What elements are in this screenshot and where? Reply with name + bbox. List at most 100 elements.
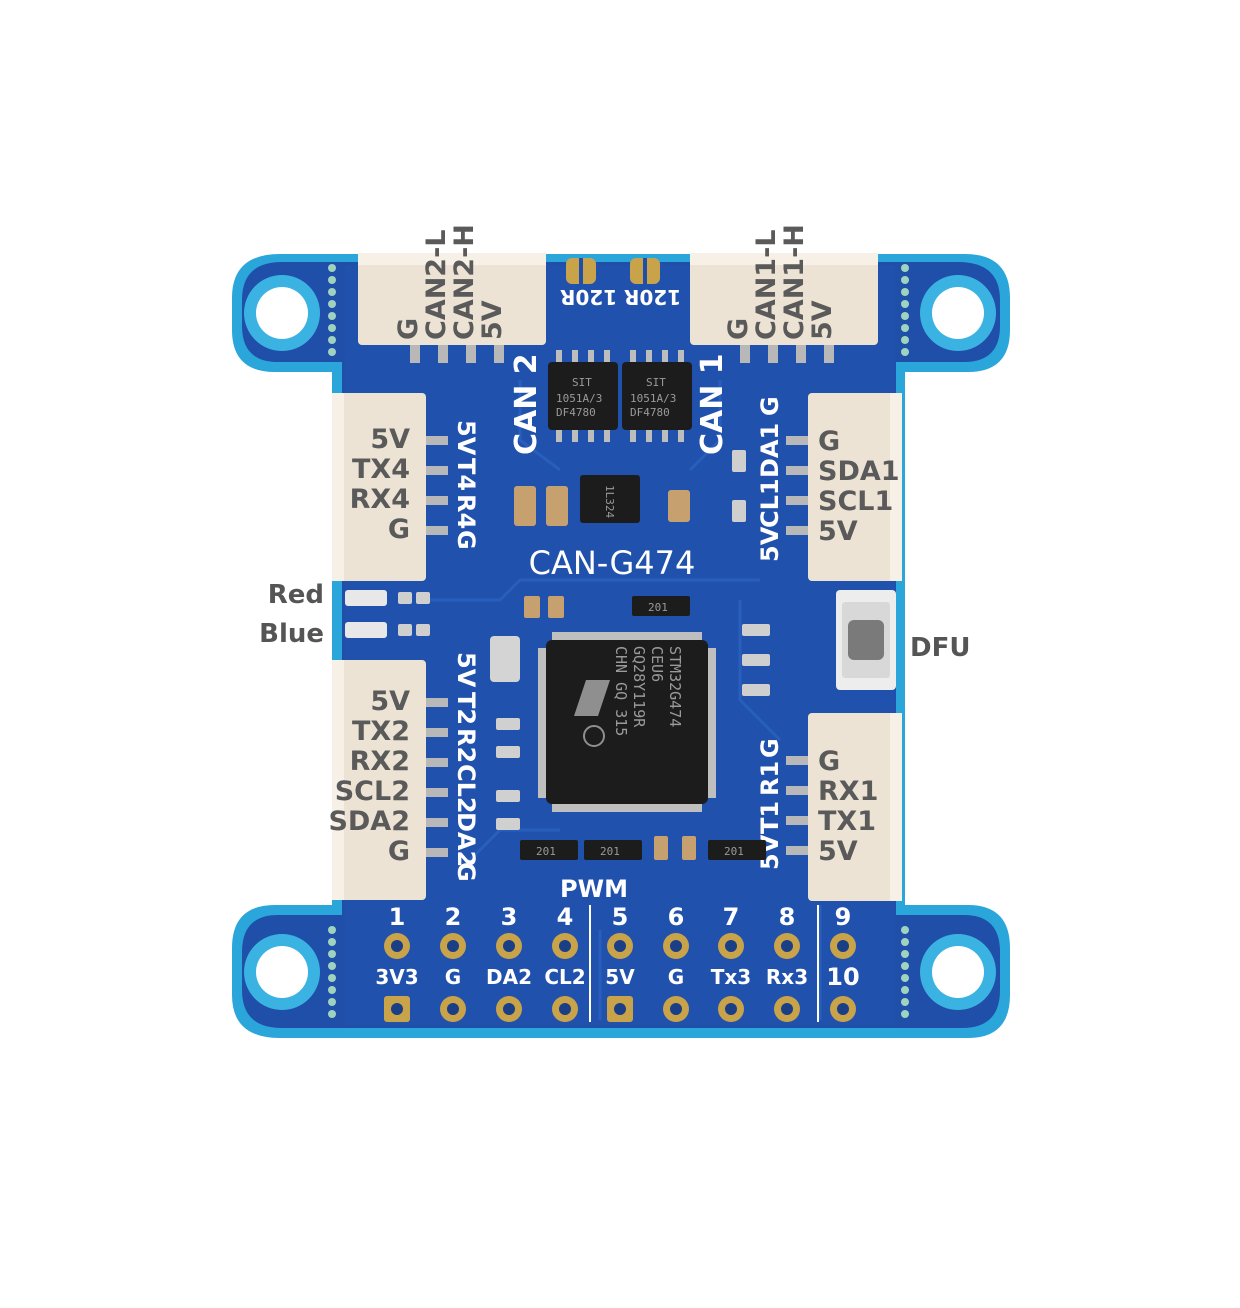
label-dfu: DFU [910, 633, 970, 663]
terminator-jumpers [566, 258, 660, 284]
pwm-number: 3 [501, 903, 518, 931]
uart1-pin-tx1: TX1 [818, 806, 876, 837]
mcu-chip: STM32G474 CEU6 GQ28Y119R CHN GQ 315 [538, 632, 716, 812]
i2c1-pin-scl1: SCL1 [818, 486, 893, 517]
pwm-label: Tx3 [711, 965, 751, 989]
silk-uart1-r1: R1 [756, 761, 784, 796]
transceiver-2-line-1: SIT [572, 376, 592, 389]
pwm-label: CL2 [544, 965, 585, 989]
label-red-led: Red [268, 580, 324, 610]
e3-mark-icon [583, 725, 605, 747]
can-transceiver-2: SIT 1051A/3 DF4780 [548, 350, 618, 442]
silk-uart2-cl2: CL2 [452, 764, 480, 814]
uart2-pin-rx2: RX2 [350, 746, 410, 777]
silk-i2c1-cl1: CL1 [756, 478, 784, 528]
pwm-label: 3V3 [375, 965, 418, 989]
uart4-pin-5v: 5V [370, 424, 410, 455]
can2-pin-h: CAN2-H [449, 224, 480, 340]
silk-uart1-t1: T1 [756, 801, 784, 834]
uart2-pin-scl2: SCL2 [335, 776, 410, 807]
transceiver-1-line-1: SIT [646, 376, 666, 389]
uart2-pin-5v: 5V [370, 686, 410, 717]
connector-uart2 [332, 660, 448, 900]
i2c1-pin-g: G [818, 426, 840, 457]
connector-can1 [690, 253, 878, 363]
connector-uart4 [332, 393, 448, 581]
connector-i2c1 [786, 393, 902, 581]
pwm-number: 6 [668, 903, 685, 931]
mcu-line-3: GQ28Y119R [630, 646, 648, 728]
edge-vias [328, 264, 909, 1018]
dfu-button[interactable] [836, 590, 896, 690]
board-name: CAN-G474 [529, 544, 696, 582]
uart2-pin-tx2: TX2 [352, 716, 410, 747]
mounting-hole-bottom-right [920, 934, 996, 1010]
transceiver-2-line-2: 1051A/3 [556, 392, 602, 405]
pwm-label: DA2 [486, 965, 532, 989]
uart4-pin-tx4: TX4 [352, 454, 410, 485]
silk-i2c1-da1: DA1 [756, 423, 784, 478]
uart2-pin-sda2: SDA2 [328, 806, 410, 837]
silk-i2c1-g: G [756, 396, 784, 416]
silk-uart4-r4: R4 [452, 494, 480, 529]
silk-can1: CAN 1 [695, 353, 730, 455]
can2-pin-g: G [393, 318, 424, 340]
resistor-code-bottom-1: 201 [536, 845, 556, 858]
silk-uart4-5v: 5V [452, 420, 480, 456]
can1-pin-g: G [723, 318, 754, 340]
transceiver-2-line-3: DF4780 [556, 406, 596, 419]
pwm-number: 7 [723, 903, 740, 931]
mounting-holes [244, 275, 996, 1010]
st-logo-icon [574, 680, 610, 716]
pwm-title: PWM [560, 875, 628, 903]
connector-uart1 [786, 713, 902, 901]
uart2-pin-g: G [388, 836, 410, 867]
can1-pin-5v: 5V [807, 300, 838, 340]
resistor-code-bottom-3: 201 [724, 845, 744, 858]
can2-pin-l: CAN2-L [421, 229, 452, 340]
can2-pin-5v: 5V [477, 300, 508, 340]
pwm-label: 5V [605, 965, 635, 989]
silk-uart2-g: G [452, 862, 480, 882]
pwm-number: 9 [835, 903, 852, 931]
transceiver-1-line-3: DF4780 [630, 406, 670, 419]
pwm-pads[interactable] [384, 933, 856, 1022]
silk-can2: CAN 2 [509, 353, 544, 455]
uart1-pin-5v: 5V [818, 836, 858, 867]
uart4-pin-g: G [388, 514, 410, 545]
silk-i2c1-5v: 5V [756, 526, 784, 562]
pwm-labels: 3V3 G DA2 CL2 5V G Tx3 Rx3 [375, 965, 808, 989]
silk-uart4-g: G [452, 530, 480, 550]
uart1-pin-rx1: RX1 [818, 776, 878, 807]
pwm-number: 2 [445, 903, 462, 931]
right-passives [732, 450, 770, 696]
silk-uart2-r2: R2 [452, 728, 480, 763]
terminator-label-can1: 120R [624, 285, 681, 309]
mcu-line-4: CHN GQ 315 [612, 646, 630, 736]
silk-uart1-g: G [756, 738, 784, 758]
pwm-dividers [589, 905, 819, 1022]
status-leds [345, 590, 430, 638]
mounting-hole-bottom-left [244, 934, 320, 1010]
pwm-number: 1 [389, 903, 406, 931]
resistor-code-top: 201 [648, 601, 668, 614]
pwm-label: G [668, 965, 684, 989]
i2c1-pin-sda1: SDA1 [818, 456, 900, 487]
mcu-passives: 201 201 201 201 [490, 596, 766, 860]
i2c1-pin-5v: 5V [818, 516, 858, 547]
pwm-number: 8 [779, 903, 796, 931]
can1-pin-h: CAN1-H [779, 224, 810, 340]
can-transceiver-1: SIT 1051A/3 DF4780 [622, 350, 692, 442]
connector-can2 [358, 253, 546, 363]
pwm-number: 4 [557, 903, 574, 931]
label-blue-led: Blue [259, 619, 324, 649]
uart1-pin-g: G [818, 746, 840, 777]
mcu-pins [538, 632, 716, 812]
regulator-marking: 1L324 [603, 485, 616, 518]
silk-uart2-5v: 5V [452, 652, 480, 688]
pwm-label: G [445, 965, 461, 989]
pwm-number: 5 [612, 903, 629, 931]
silk-uart2-da2: DA2 [452, 812, 480, 867]
can1-pin-l: CAN1-L [751, 229, 782, 340]
